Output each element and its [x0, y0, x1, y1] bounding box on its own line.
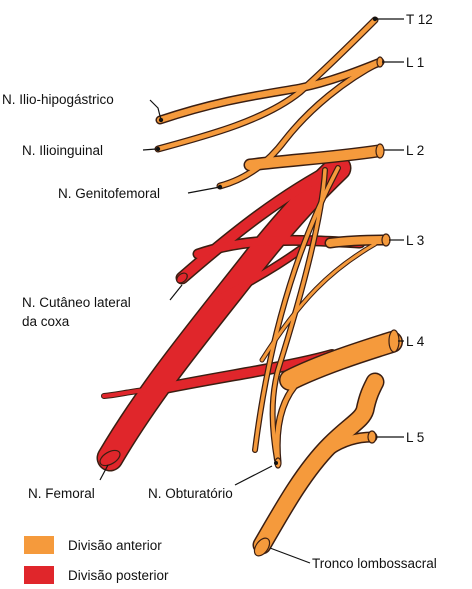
label-lumbosacral-trunk: Tronco lombossacral	[312, 556, 437, 571]
legend: Divisão anterior Divisão posterior	[24, 536, 169, 584]
legend-label-anterior: Divisão anterior	[68, 538, 162, 553]
root-label-l4: L 4	[406, 334, 425, 349]
label-obturator: N. Obturatório	[148, 486, 233, 501]
label-lateral-cutaneous-1: N. Cutâneo lateral	[22, 295, 131, 310]
label-lateral-cutaneous-2: da coxa	[22, 314, 70, 329]
label-femoral: N. Femoral	[28, 486, 95, 501]
anterior-division	[158, 20, 399, 559]
legend-swatch-anterior	[24, 536, 54, 554]
root-label-l3: L 3	[406, 233, 424, 248]
root-label-l1: L 1	[406, 55, 424, 70]
label-iliohypogastric: N. Ilio-hipogástrico	[2, 92, 114, 107]
label-genitofemoral: N. Genitofemoral	[58, 186, 160, 201]
legend-label-posterior: Divisão posterior	[68, 568, 169, 583]
root-label-t12: T 12	[406, 12, 433, 27]
nerve-labels: N. Ilio-hipogástrico N. Ilioinguinal N. …	[2, 92, 437, 571]
root-labels: T 12 L 1 L 2 L 3 L 4 L 5	[406, 12, 433, 445]
label-ilioinguinal: N. Ilioinguinal	[22, 143, 103, 158]
legend-swatch-posterior	[24, 566, 54, 584]
root-label-l5: L 5	[406, 430, 424, 445]
root-label-l2: L 2	[406, 143, 424, 158]
